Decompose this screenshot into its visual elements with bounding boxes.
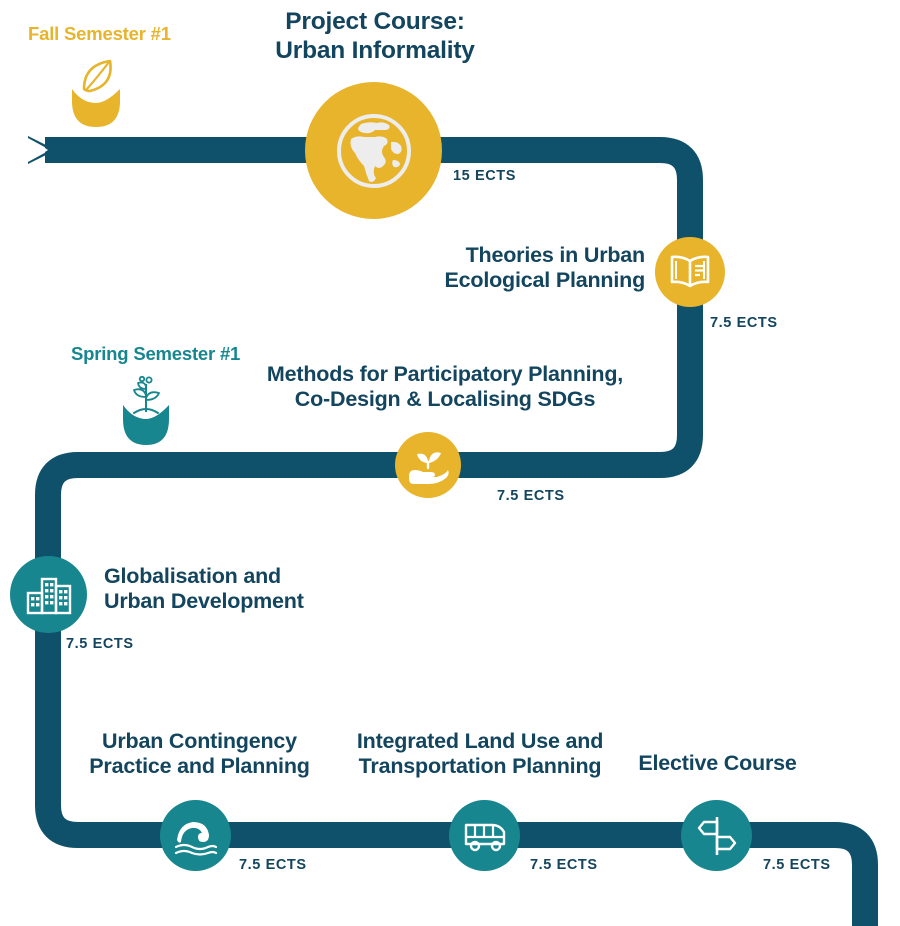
course-ects-methods-participatory-planning: 7.5 ECTS: [497, 488, 565, 504]
city-buildings-icon: [24, 573, 74, 617]
semester-label-spring-1: Spring Semester #1: [71, 343, 241, 364]
course-ects-integrated-land-use-and-transportation-planning: 7.5 ECTS: [530, 857, 598, 873]
course-title-methods-participatory-planning: Methods for Participatory Planning, Co-D…: [266, 362, 624, 412]
seedling-in-pot-icon: [118, 373, 174, 449]
semester-label-fall-1: Fall Semester #1: [28, 23, 171, 44]
course-node-globalisation-and-urban-development[interactable]: [10, 556, 87, 633]
bus-icon: [462, 817, 508, 855]
course-title-integrated-land-use-and-transportation-planning: Integrated Land Use and Transportation P…: [356, 729, 604, 779]
course-node-project-course-urban-informality[interactable]: [305, 82, 442, 219]
course-node-urban-contingency-practice-and-planning[interactable]: [160, 800, 231, 871]
course-title-elective-course: Elective Course: [638, 751, 797, 775]
course-node-elective-course[interactable]: [681, 800, 752, 871]
globe-icon: [331, 108, 417, 194]
leaf-in-cup-icon: [66, 53, 126, 133]
open-book-icon: [668, 252, 712, 292]
course-title-theories-in-urban-ecological-planning: Theories in Urban Ecological Planning: [444, 243, 646, 293]
course-node-integrated-land-use-and-transportation-planning[interactable]: [449, 800, 520, 871]
course-title-urban-contingency-practice-and-planning: Urban Contingency Practice and Planning: [89, 729, 310, 779]
course-node-theories-in-urban-ecological-planning[interactable]: [655, 237, 725, 307]
course-ects-elective-course: 7.5 ECTS: [763, 857, 831, 873]
course-ects-urban-contingency-practice-and-planning: 7.5 ECTS: [239, 857, 307, 873]
wave-icon: [173, 816, 219, 856]
course-title-project-course-urban-informality: Project Course: Urban Informality: [275, 8, 475, 64]
course-ects-globalisation-and-urban-development: 7.5 ECTS: [66, 636, 134, 652]
hand-holding-plant-icon: [406, 445, 450, 485]
course-ects-project-course-urban-informality: 15 ECTS: [453, 168, 517, 184]
course-ects-theories-in-urban-ecological-planning: 7.5 ECTS: [710, 315, 778, 331]
signpost-icon: [696, 815, 738, 857]
course-title-globalisation-and-urban-development: Globalisation and Urban Development: [104, 564, 304, 614]
course-node-methods-participatory-planning[interactable]: [395, 432, 461, 498]
